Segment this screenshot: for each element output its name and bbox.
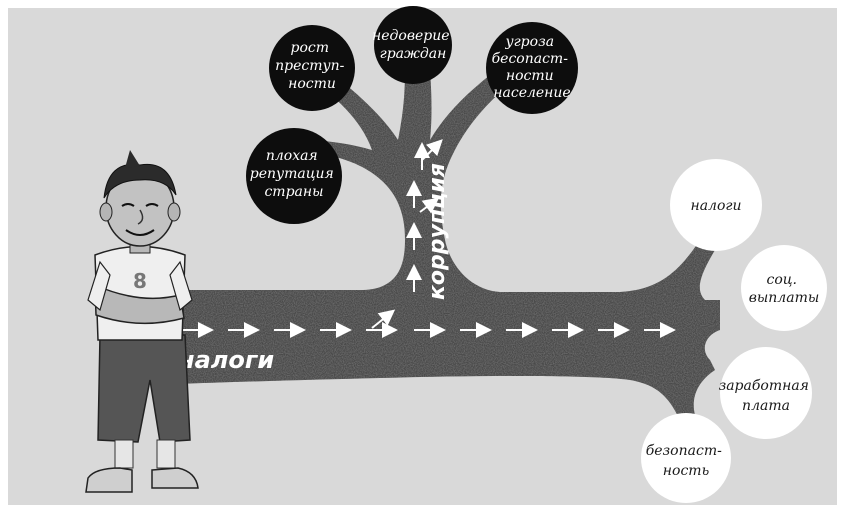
svg-text:рост преступ- ност: рост преступ- ности: [275, 40, 349, 92]
light-circle-text: заработная: [719, 378, 809, 394]
light-circle-text: выплаты: [749, 290, 820, 306]
svg-text:заработная плата: заработная плата: [719, 378, 814, 414]
dark-circle-text: страны: [264, 184, 323, 200]
dark-circle-reputation: [246, 128, 342, 224]
dark-circle-text: население: [493, 85, 570, 101]
light-circle-safety: [641, 413, 731, 503]
dark-circle-distrust: [374, 6, 452, 84]
dark-circle-text: недоверие: [372, 28, 450, 44]
dark-circles: рост преступ- ности недоверие граждан уг…: [246, 6, 578, 224]
light-circle-salary: [720, 347, 812, 439]
light-circle-text: плата: [742, 398, 790, 414]
svg-text:безопаст- ность: безопаст- ность: [646, 443, 727, 479]
light-circles: налоги соц. выплаты заработная плата без…: [641, 159, 827, 503]
road-label: налоги: [178, 346, 274, 374]
dark-circle-crime: [269, 25, 355, 111]
svg-text:плохая репутация с: плохая репутация страны: [250, 148, 339, 200]
light-circle-social-payments: [741, 245, 827, 331]
svg-text:угроза бесопаст- н: угроза бесопаст- ности население: [492, 34, 573, 101]
dark-circle-security-threat: [486, 22, 578, 114]
dark-circle-text: преступ-: [275, 58, 345, 74]
light-circle-taxes: [670, 159, 762, 251]
dark-circle-text: ности: [506, 68, 554, 84]
svg-text:соц. выплаты: соц. выплаты: [749, 272, 820, 306]
light-circle-text: соц.: [767, 272, 798, 288]
dark-circle-text: граждан: [380, 46, 447, 62]
light-circle-text: налоги: [690, 198, 741, 214]
svg-text:налоги: налоги: [690, 198, 741, 214]
svg-text:недоверие граждан: недоверие граждан: [372, 28, 454, 62]
svg-text:8: 8: [133, 269, 147, 293]
flow-arrows: [182, 139, 676, 338]
dark-circle-text: плохая: [266, 148, 318, 164]
dark-circle-text: рост: [291, 40, 330, 56]
light-circle-text: ность: [663, 463, 709, 479]
dark-circle-text: ности: [288, 76, 336, 92]
boy-figure: 8: [85, 150, 199, 493]
dark-circle-text: угроза: [504, 34, 554, 50]
branch-label: коррупция: [425, 163, 450, 300]
dark-circle-text: репутация: [250, 166, 334, 182]
light-circle-text: безопаст-: [646, 443, 722, 459]
dark-circle-text: бесопаст-: [492, 51, 569, 67]
